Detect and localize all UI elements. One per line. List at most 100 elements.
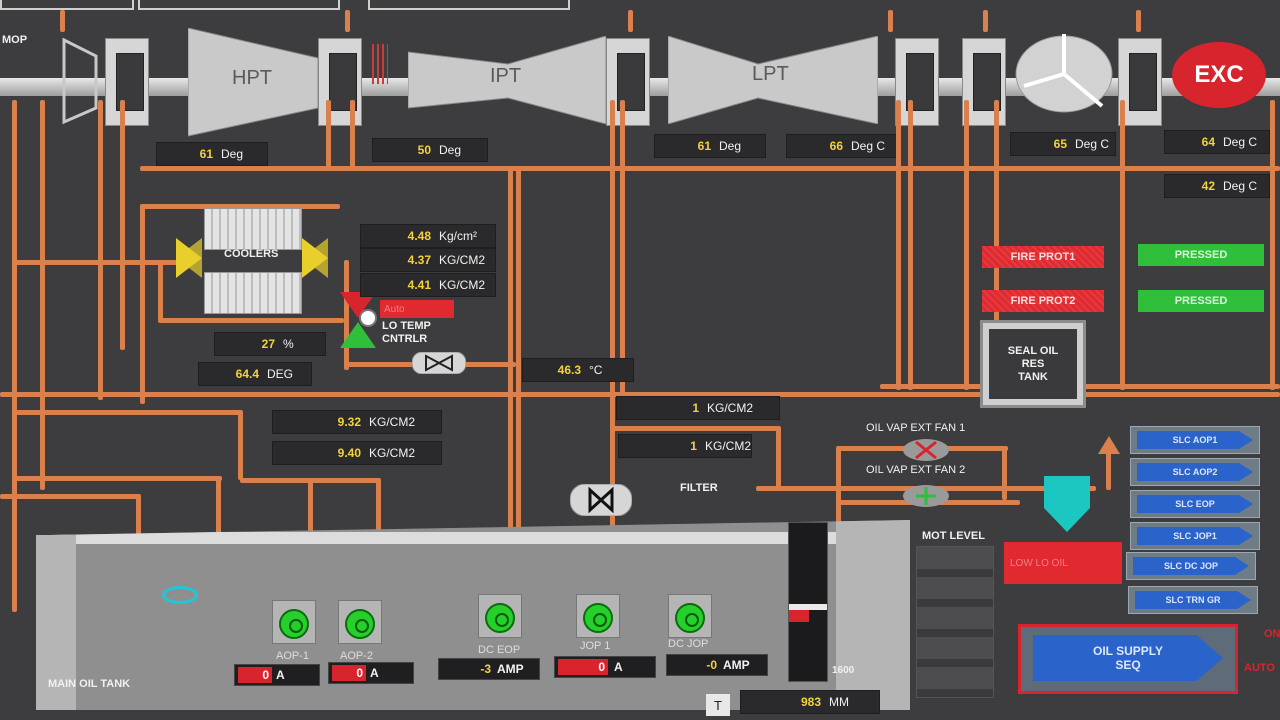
slc-eop-label: SLC EOP (1137, 495, 1253, 513)
pipe-v-12 (610, 100, 615, 604)
top-feed-3 (628, 10, 633, 32)
aop1-pump[interactable] (272, 600, 316, 644)
slc-aop2-button[interactable]: SLC AOP2 (1130, 458, 1260, 486)
bearing-4 (895, 38, 939, 126)
slc-aop2-label: SLC AOP2 (1137, 463, 1253, 481)
oil-supply-seq-button[interactable]: OIL SUPPLY SEQ (1018, 624, 1238, 694)
dc-jop-pump[interactable] (668, 594, 712, 638)
slc-eop-button[interactable]: SLC EOP (1130, 490, 1260, 518)
filter-label: FILTER (680, 482, 718, 494)
main-oil-tank (36, 520, 910, 710)
pipe-v-8 (350, 100, 355, 170)
slc-aop1-button[interactable]: SLC AOP1 (1130, 426, 1260, 454)
seal-oil-tank: SEAL OIL RES TANK (980, 320, 1086, 408)
mot-level-gauge (788, 522, 828, 682)
seal-oil-label: SEAL OIL RES TANK (1007, 344, 1059, 383)
slc-jop1-label: SLC JOP1 (1137, 527, 1253, 545)
pipe-v-13 (620, 100, 625, 400)
top-feed-5 (983, 10, 988, 32)
lo-temp-percent: 27% (214, 332, 326, 356)
pipe-v-25 (1120, 100, 1125, 390)
mot-level-alarm: LOW LO OIL (1004, 542, 1122, 584)
ipt-label: IPT (490, 65, 522, 87)
pipe-main-header (0, 392, 1280, 397)
seal-marks (372, 44, 388, 84)
pipe-v-20 (836, 446, 841, 576)
mot-level-alarm-text: LOW LO OIL (1010, 557, 1068, 569)
isolation-valve-icon[interactable] (412, 352, 466, 374)
slc-trn-gr-button[interactable]: SLC TRN GR (1128, 586, 1258, 614)
top-feed-1 (60, 10, 65, 32)
fire-prot1-status: PRESSED (1138, 244, 1264, 266)
bearing-1 (105, 38, 149, 126)
exciter: EXC (1172, 42, 1266, 108)
top-feed-4 (888, 10, 893, 32)
flow-arrow-up (1098, 436, 1120, 454)
pipe-v-26 (1270, 100, 1275, 390)
pipe-v-23 (964, 100, 969, 390)
vapor-extractor-icon (1044, 476, 1090, 532)
lo-temp-alarm: Auto (380, 300, 454, 318)
dc-jop-name: DC JOP (668, 638, 709, 650)
cooler-valve-right-icon (302, 238, 328, 278)
top-feed-2 (345, 10, 350, 32)
aop2-name: AOP-2 (340, 650, 374, 662)
filter-icon[interactable] (570, 484, 632, 516)
pipe-v-2 (40, 100, 45, 490)
mop-label: MOP (2, 34, 28, 46)
top-panel-3 (368, 0, 570, 10)
fan1-icon[interactable] (902, 438, 950, 462)
dc-eop-pump[interactable] (478, 594, 522, 638)
fan2-icon[interactable] (902, 484, 950, 508)
mot-level-label: MOT LEVEL (922, 530, 985, 542)
pipe-v-11 (516, 168, 521, 588)
pipe-v-21 (896, 100, 901, 390)
top-feed-6 (1136, 10, 1141, 32)
pipe-jop-loop (612, 426, 778, 431)
top-panel-1 (0, 0, 134, 10)
ipt-turbine (408, 36, 606, 124)
t-button[interactable]: T (706, 694, 730, 716)
top-panel-2 (138, 0, 340, 10)
slc-dc-jop-button[interactable]: SLC DC JOP (1126, 552, 1256, 580)
aop2-pump[interactable] (338, 600, 382, 644)
bearing-2 (318, 38, 362, 126)
pipe-lower-1 (16, 410, 242, 415)
oil-temp-readout: 46.3°C (522, 358, 634, 382)
pipe-v-27 (1106, 450, 1111, 490)
slc-dc-jop-label: SLC DC JOP (1133, 557, 1249, 575)
lo-temp-valve-icon[interactable] (336, 292, 380, 350)
main-oil-tank-label: MAIN OIL TANK (48, 678, 131, 690)
cooler-valve-left-icon (176, 238, 202, 278)
mop-fan (62, 37, 98, 125)
slc-jop1-button[interactable]: SLC JOP1 (1130, 522, 1260, 550)
edge-text-on: ON (1264, 628, 1280, 640)
slc-trn-gr-label: SLC TRN GR (1135, 591, 1251, 609)
pipe-v-28 (776, 426, 781, 490)
mot-level-scale: 1600 (832, 665, 855, 676)
oil-supply-seq-label: OIL SUPPLY SEQ (1092, 644, 1164, 672)
jop1-pump[interactable] (576, 594, 620, 638)
pipe-v-1 (12, 100, 17, 612)
mot-level-marker (789, 610, 809, 622)
pipe-v-29 (1002, 446, 1007, 500)
pipe-v-15 (238, 410, 243, 480)
pipe-v-22 (908, 100, 913, 390)
pipe-v-10 (508, 168, 513, 588)
pipe-cooler-loop (140, 204, 340, 209)
t-button-label: T (714, 697, 722, 713)
